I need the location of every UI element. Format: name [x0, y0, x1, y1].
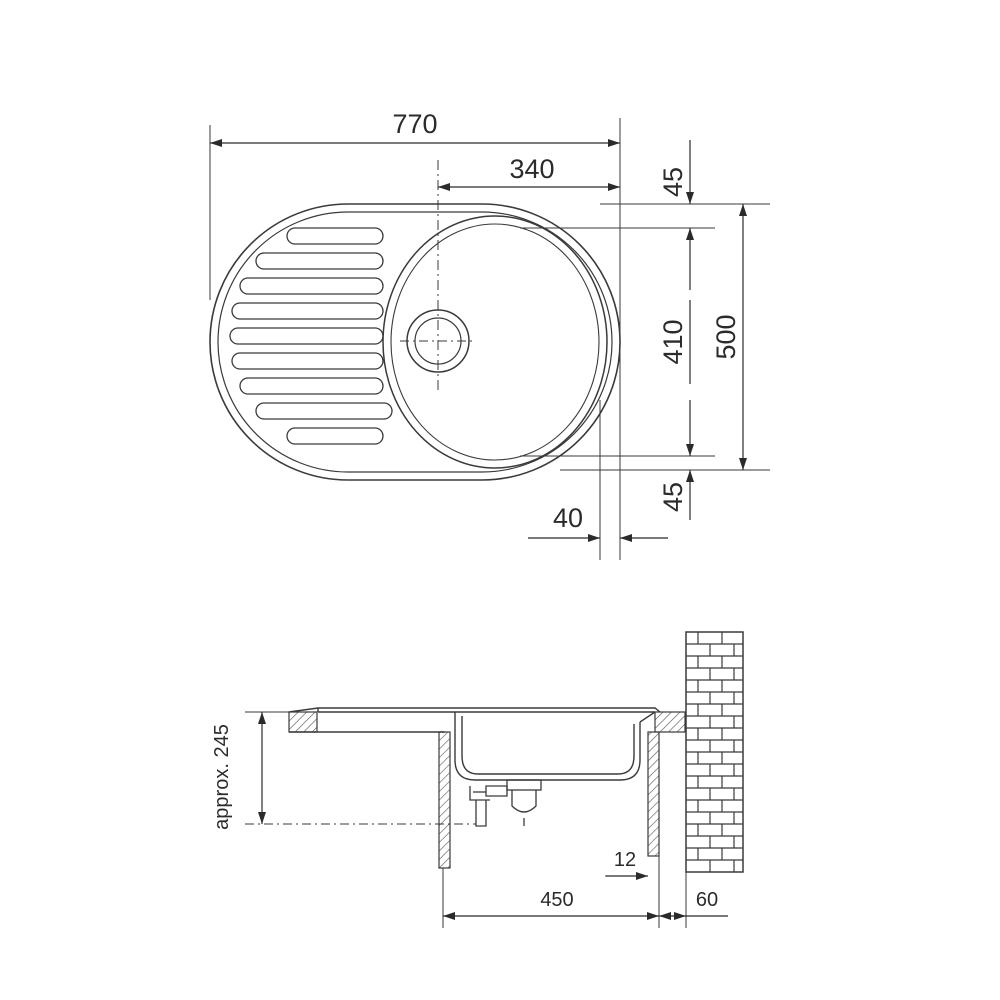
dim-panel-thickness: 12 [614, 849, 636, 871]
drainer-rib [239, 377, 384, 395]
drainer-rib [239, 277, 384, 295]
dim-overall-depth: 500 [711, 314, 741, 359]
drainer-rib [255, 252, 384, 270]
section-view: approx. 245 12 450 60 [211, 631, 744, 928]
dim-bottom-margin: 45 [658, 482, 688, 512]
dim-wall-gap: 60 [696, 889, 718, 911]
dim-bowl-offset: 340 [509, 154, 554, 184]
dim-installed-depth: approx. 245 [211, 724, 233, 830]
drainer-rib [286, 427, 384, 445]
countertop [288, 711, 686, 733]
drainer-rib [229, 327, 384, 345]
waste-fitting [469, 779, 542, 827]
cabinet-panel-right [647, 731, 660, 857]
sink-section [288, 707, 661, 781]
drainer-rib [286, 227, 384, 245]
brick-wall [685, 631, 744, 873]
drainer-rib [255, 402, 393, 420]
dim-overall-width: 770 [392, 109, 437, 139]
dim-cabinet-width: 450 [540, 889, 573, 911]
dim-rim-offset: 40 [553, 503, 583, 533]
dim-bowl-depth: 410 [658, 319, 688, 364]
bowl [382, 215, 608, 469]
drainer-ribs [229, 227, 393, 445]
drainer-rib [231, 352, 384, 370]
dim-top-margin: 45 [658, 167, 688, 197]
drainer-rib [231, 302, 384, 320]
plan-view: 770 340 45 410 500 45 40 [209, 109, 770, 560]
cabinet-panels [438, 731, 660, 869]
cabinet-panel-left [438, 731, 451, 869]
